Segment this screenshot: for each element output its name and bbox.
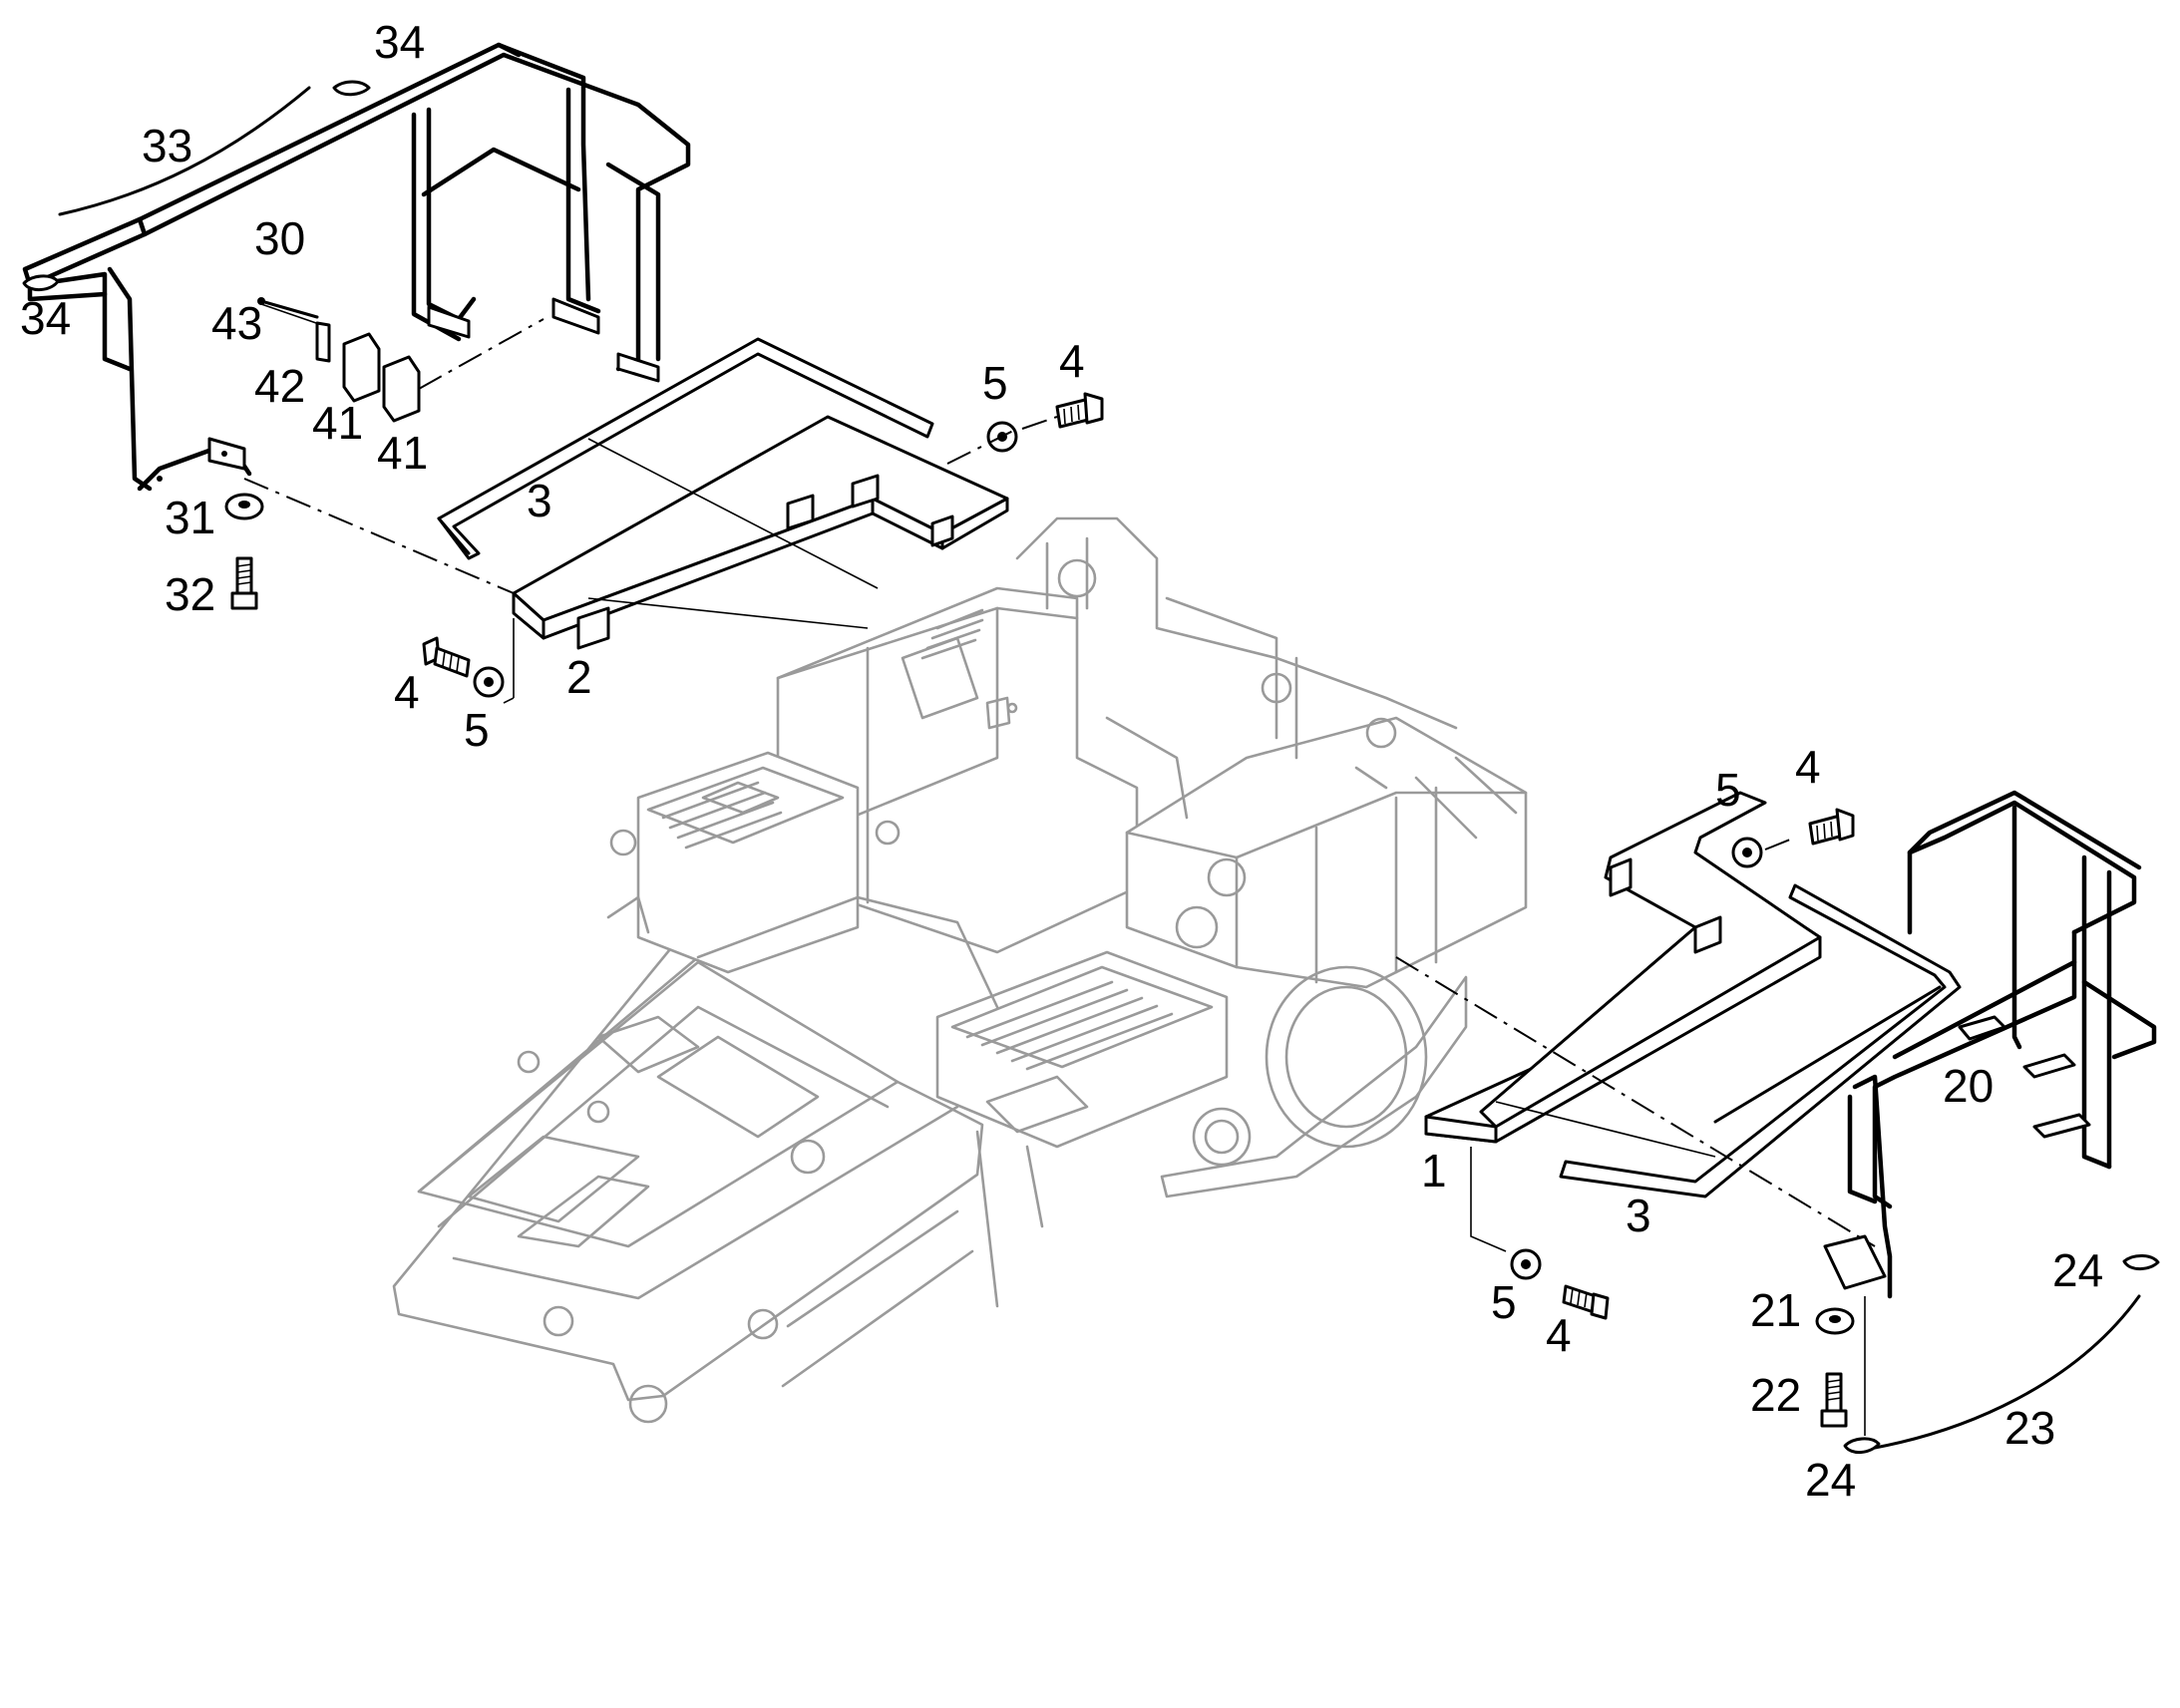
callout-2: 2 — [566, 651, 592, 703]
callout-3-upper: 3 — [527, 475, 552, 526]
assembly-centerlines — [243, 416, 1876, 1436]
callout-4-top-left: 4 — [394, 666, 420, 718]
callout-labels: 1 2 3 3 4 4 4 4 5 5 5 5 20 21 22 23 24 2… — [20, 16, 2103, 1506]
callout-41-a: 41 — [312, 397, 363, 449]
callout-3-lower: 3 — [1626, 1190, 1651, 1241]
callout-32: 32 — [165, 568, 215, 620]
callout-42: 42 — [254, 360, 305, 412]
callout-43: 43 — [211, 297, 262, 349]
callout-5-right-bottom: 5 — [1491, 1276, 1517, 1328]
callout-20: 20 — [1943, 1060, 1994, 1112]
callout-5-right-top: 5 — [1715, 764, 1741, 816]
callout-33: 33 — [142, 120, 192, 171]
callout-5-top-right: 5 — [982, 357, 1008, 409]
callout-24-lower: 24 — [1805, 1454, 1856, 1506]
fasteners — [224, 297, 1855, 1428]
callout-5-top-left: 5 — [464, 704, 490, 756]
callout-34-left: 34 — [20, 292, 71, 344]
callout-22: 22 — [1750, 1369, 1801, 1421]
callout-30: 30 — [254, 212, 305, 264]
callout-4-right-bottom: 4 — [1546, 1309, 1572, 1361]
callout-41-b: 41 — [377, 427, 428, 479]
handrail-right — [1823, 790, 2160, 1454]
callout-24-upper: 24 — [2052, 1244, 2103, 1296]
callout-21: 21 — [1750, 1284, 1801, 1336]
callout-31: 31 — [165, 492, 215, 543]
platform-3-upper — [437, 337, 934, 560]
platform-1-right — [1424, 791, 1822, 1144]
callout-1: 1 — [1421, 1145, 1447, 1196]
callout-23: 23 — [2004, 1402, 2055, 1454]
callout-4-right-top: 4 — [1795, 741, 1821, 793]
platform-3-right — [1559, 883, 1962, 1198]
clamp-parts — [260, 303, 545, 423]
machine-frame — [392, 516, 1528, 1424]
callout-34-top: 34 — [374, 16, 425, 68]
platform-2-upper — [512, 415, 1009, 650]
callout-4-top-right: 4 — [1059, 335, 1085, 387]
handrail-upper-left — [22, 42, 691, 492]
